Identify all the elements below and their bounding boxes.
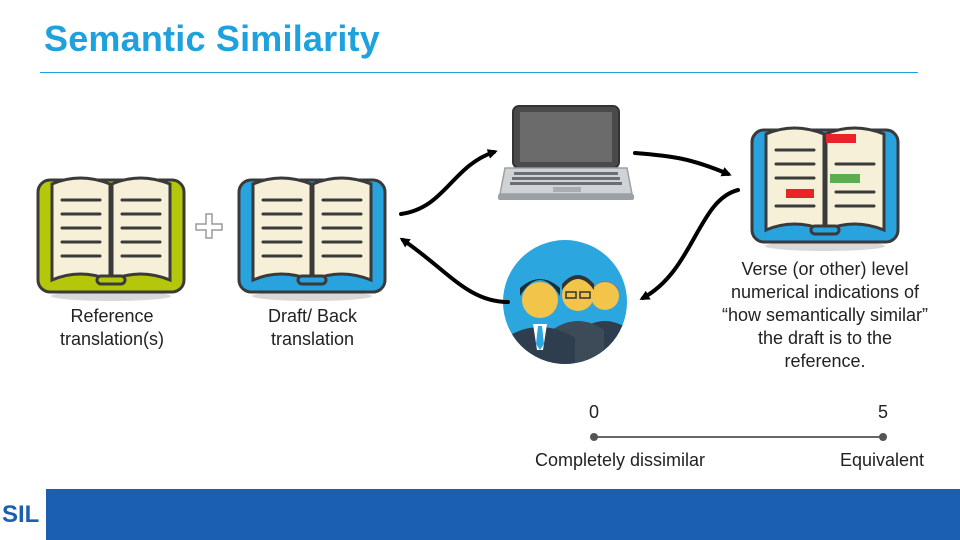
- arrow-people-to-draft: [399, 237, 510, 304]
- plus-icon: [195, 213, 223, 239]
- scale-min-value: 0: [589, 402, 600, 422]
- reference-book-icon: [36, 176, 186, 301]
- scale-max-value: 5: [878, 402, 889, 422]
- arrow-result-to-people: [639, 188, 740, 300]
- footer-banner: SIL: [0, 489, 960, 540]
- flow-arrows: [399, 149, 740, 304]
- scale-max-label: Equivalent: [840, 450, 925, 470]
- sil-logo: SIL: [0, 489, 46, 540]
- laptop-icon: [498, 105, 634, 200]
- reference-label: Reference translation(s): [59, 306, 165, 349]
- page-title: Semantic Similarity: [44, 18, 380, 59]
- result-description: Verse (or other) level numerical indicat…: [721, 259, 929, 371]
- arrow-draft-to-laptop: [399, 149, 498, 216]
- people-icon: [503, 240, 627, 364]
- logo-text: SIL: [2, 501, 40, 528]
- draft-book-icon: [237, 176, 387, 301]
- similarity-scale: [590, 433, 887, 441]
- draft-label: Draft/ Back translation: [267, 306, 358, 349]
- arrow-laptop-to-result: [633, 151, 732, 177]
- title-divider: [40, 72, 918, 73]
- result-book-icon: [750, 126, 900, 251]
- diagram-art: [36, 105, 900, 441]
- scale-min-label: Completely dissimilar: [535, 450, 706, 470]
